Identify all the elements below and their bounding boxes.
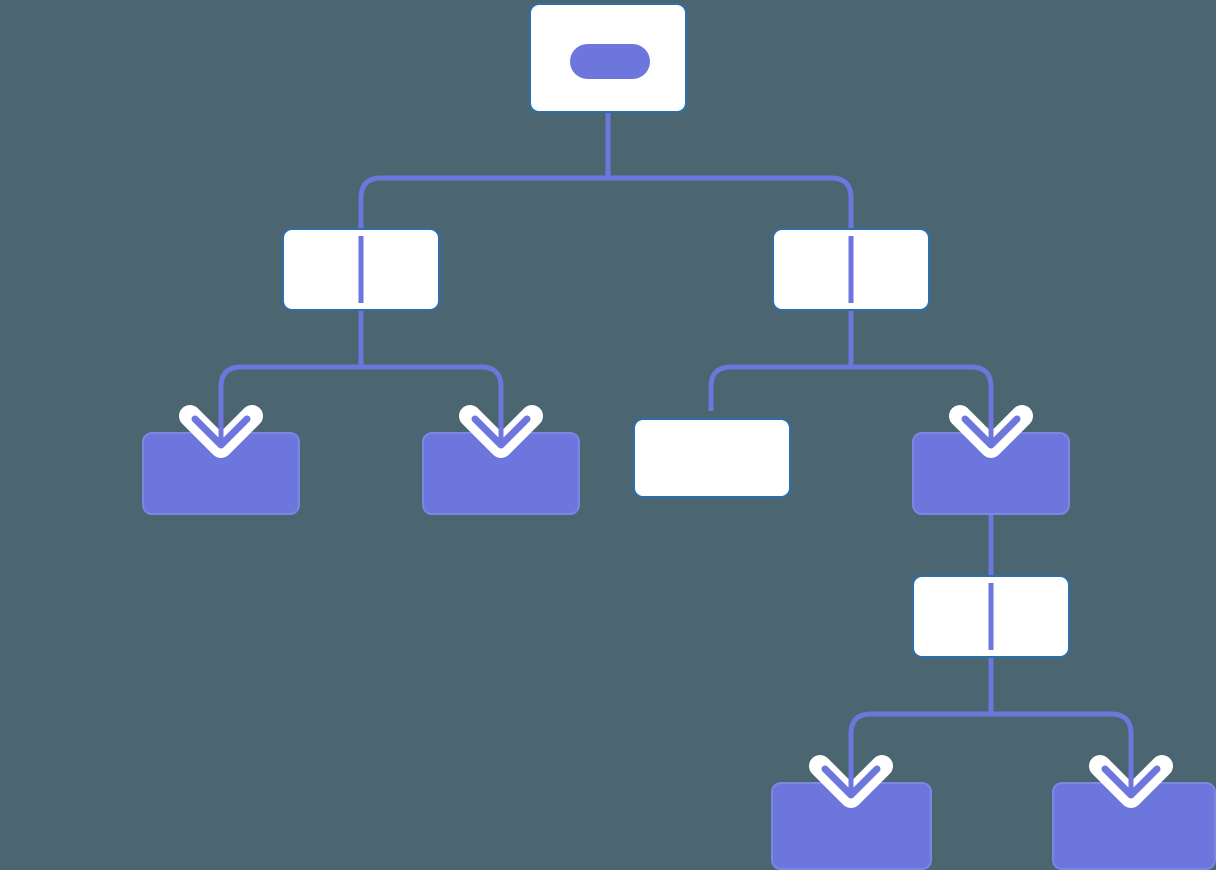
node-left-branch[interactable]: [282, 228, 440, 311]
edge-n-r-to-n-r-a: [708, 311, 854, 411]
node-left-leaf-a[interactable]: [142, 432, 300, 515]
node-bottom-leaf-b[interactable]: [1052, 782, 1216, 870]
edge-n-r-to-n-r-b: [851, 364, 994, 432]
edge-n-r-b-1-to-a: [848, 658, 994, 782]
node-root[interactable]: [529, 3, 687, 113]
root-pill-icon: [570, 44, 650, 79]
edge-root-to-n-l: [358, 113, 611, 228]
node-left-leaf-b[interactable]: [422, 432, 580, 515]
edge-n-l-to-n-l-a: [218, 311, 364, 432]
node-right-leaf-a[interactable]: [633, 418, 791, 498]
edge-n-r-b-1-to-b: [991, 711, 1134, 782]
edge-root-to-n-r: [608, 175, 854, 228]
node-right-sub[interactable]: [912, 575, 1070, 658]
node-right-leaf-b[interactable]: [912, 432, 1070, 515]
node-bottom-leaf-a[interactable]: [771, 782, 932, 870]
node-right-branch[interactable]: [772, 228, 930, 311]
edge-n-l-to-n-l-b: [361, 364, 504, 432]
